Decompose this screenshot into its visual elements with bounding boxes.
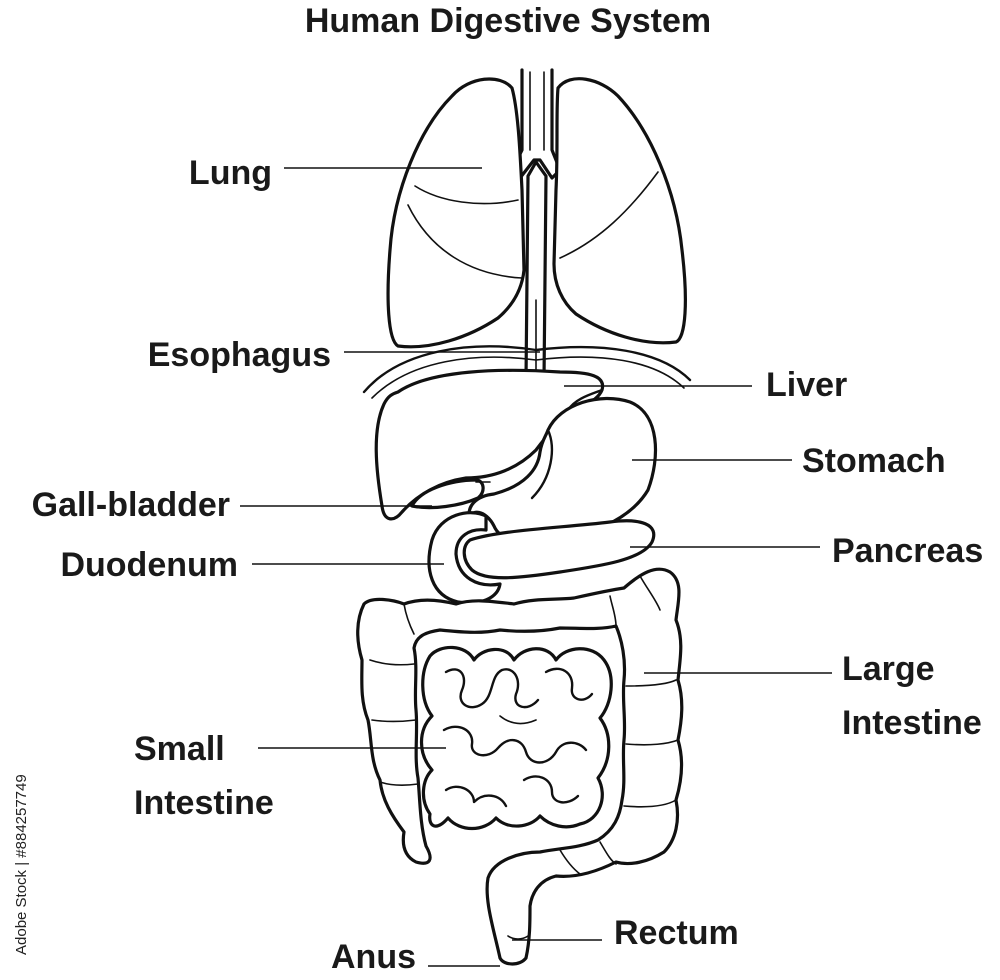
- labels: Lung Esophagus Liver Stomach Gall-bladde…: [32, 154, 984, 976]
- label-large-intestine-line1: Large: [842, 650, 935, 688]
- large-intestine: [356, 567, 684, 966]
- label-anus: Anus: [331, 938, 416, 975]
- gallbladder: [410, 478, 491, 510]
- label-gallbladder: Gall-bladder: [32, 486, 230, 524]
- label-esophagus: Esophagus: [148, 336, 331, 374]
- label-small-intestine-line1: Small: [134, 730, 225, 768]
- small-intestine: [420, 645, 613, 831]
- label-large-intestine-line2: Intestine: [842, 704, 982, 742]
- label-liver: Liver: [766, 366, 847, 404]
- pancreas: [462, 519, 656, 580]
- leader-lines: [240, 167, 832, 967]
- label-duodenum: Duodenum: [60, 546, 238, 584]
- esophagus: [524, 160, 548, 382]
- label-rectum: Rectum: [614, 914, 739, 952]
- lungs: [386, 77, 687, 349]
- diaphragm: [362, 345, 692, 399]
- stock-id-text: Adobe Stock | #884257749: [13, 774, 30, 955]
- diagram-title: Human Digestive System: [305, 2, 711, 40]
- label-stomach: Stomach: [802, 442, 946, 480]
- left-lung: [386, 77, 526, 349]
- label-lung: Lung: [189, 154, 272, 192]
- label-pancreas: Pancreas: [832, 532, 983, 570]
- label-small-intestine-line2: Intestine: [134, 784, 274, 822]
- right-lung: [552, 77, 687, 345]
